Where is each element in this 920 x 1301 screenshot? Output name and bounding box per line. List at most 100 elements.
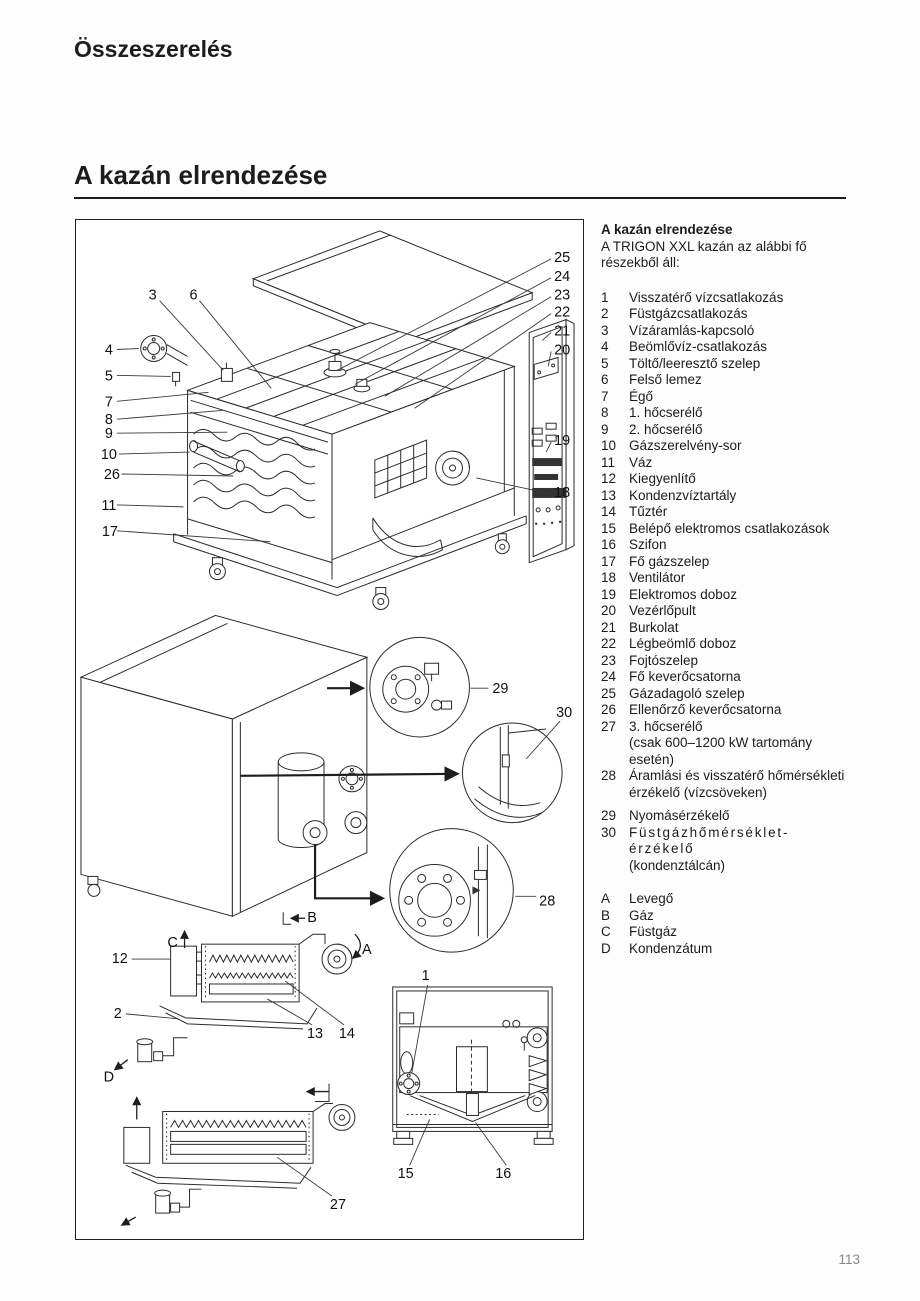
legend-item-label: Tűztér — [629, 504, 668, 519]
callout-2: 2 — [114, 1006, 122, 1022]
legend-item-number: 23 — [601, 652, 617, 668]
legend-item-label: Ellenőrző keverőcsatorna — [629, 702, 782, 717]
callout-6: 6 — [190, 288, 198, 304]
callout-23: 23 — [554, 288, 570, 304]
legend-item-row: 13 Kondenzvíztartály — [601, 488, 849, 505]
detail-circle-28: 28 — [313, 828, 555, 953]
legend-item-row: 9 2. hőcserélő — [601, 422, 849, 439]
legend-item-label: Gázszerelvény-sor — [629, 438, 742, 453]
callout-5: 5 — [105, 368, 113, 384]
rear-view-drawing — [79, 614, 369, 918]
legend-item-number: 2 — [601, 306, 609, 321]
legend-item-row: 28 Áramlási és visszatérő hőmérsékleti é… — [601, 768, 849, 801]
legend-item-number: 14 — [601, 504, 617, 519]
legend-item-label: Levegő — [629, 891, 674, 906]
legend-item-number: 10 — [601, 438, 617, 453]
legend-item-label: Ventilátor — [629, 570, 686, 585]
legend-item-label: Kondenzátum — [629, 940, 713, 956]
legend-item-number: 19 — [601, 586, 617, 602]
legend-item-number: 8 — [601, 405, 609, 420]
legend-item-label: Füstgáz — [629, 924, 678, 939]
legend-item-row: 8 1. hőcserélő — [601, 405, 849, 422]
legend-item-number: 6 — [601, 372, 609, 387]
boiler-layout-figure: 3 6 4 5 7 8 9 10 26 11 17 25 24 23 22 21… — [79, 230, 575, 1226]
front-view-drawing: 1 15 16 — [392, 968, 554, 1182]
legend-item-label: 3. hőcserélő(csak 600–1200 kW tartomány … — [629, 718, 813, 767]
legend-item-number: 3 — [601, 322, 609, 338]
legend-item-row: 18 Ventilátor — [601, 570, 849, 587]
legend-item-label: Gáz — [629, 907, 654, 923]
legend-item-number: 13 — [601, 487, 617, 503]
callout-3: 3 — [149, 288, 157, 304]
legend-item-row: 22 Légbeömlő doboz — [601, 636, 849, 653]
callout-15: 15 — [398, 1166, 414, 1182]
legend-item-label: Áramlási és visszatérő hőmérsékleti érzé… — [629, 768, 845, 800]
legend-item-row: 20 Vezérlőpult — [601, 603, 849, 620]
letter-list: A Levegő B Gáz C Füstgáz D Kondenzátum — [601, 891, 849, 957]
legend-item-row: 27 3. hőcserélő(csak 600–1200 kW tartomá… — [601, 719, 849, 769]
legend-item-number: 20 — [601, 603, 617, 618]
legend-item-number: 17 — [601, 553, 617, 569]
legend-item-label: Elektromos doboz — [629, 586, 738, 602]
legend-item-number: 27 — [601, 718, 617, 734]
callout-20: 20 — [554, 342, 570, 358]
legend-item-label: Szifon — [629, 537, 667, 552]
legend-item-row: B Gáz — [601, 908, 849, 925]
legend-item-row: 12 Kiegyenlítő — [601, 471, 849, 488]
legend-item-number: 16 — [601, 537, 617, 552]
legend-item-label: Belépő elektromos csatlakozások — [629, 520, 830, 536]
legend-item-label: Váz — [629, 454, 653, 470]
legend-item-label: Égő — [629, 388, 654, 404]
legend-item-number: 25 — [601, 685, 617, 701]
legend-item-row: 4 Beömlővíz-csatlakozás — [601, 339, 849, 356]
callout-19: 19 — [554, 433, 570, 449]
callout-14: 14 — [339, 1026, 355, 1042]
legend-title: A kazán elrendezése — [601, 222, 733, 237]
main-assembly-drawing — [140, 230, 575, 610]
legend-item-row: 16 Szifon — [601, 537, 849, 554]
callout-1: 1 — [422, 968, 430, 984]
legend-item-row: 3 Vízáramlás-kapcsoló — [601, 323, 849, 340]
callout-22: 22 — [554, 305, 570, 321]
legend-item-number: 22 — [601, 636, 617, 651]
legend-item-row: 1 Visszatérő vízcsatlakozás — [601, 290, 849, 307]
legend-item-row: 24 Fő keverőcsatorna — [601, 669, 849, 686]
callout-13: 13 — [307, 1026, 323, 1042]
callout-17: 17 — [102, 524, 118, 540]
callout-12: 12 — [112, 951, 128, 967]
legend-item-number: D — [601, 940, 611, 956]
callout-24: 24 — [554, 269, 570, 285]
callout-B: B — [307, 910, 317, 926]
legend-item-row: C Füstgáz — [601, 924, 849, 941]
legend-item-number: B — [601, 907, 611, 923]
callout-D: D — [104, 1070, 114, 1086]
legend-item-label: Töltő/leeresztő szelep — [629, 355, 761, 371]
legend-item-label: Füstgázhőmérséklet-érzékelő(kondenztálcá… — [629, 824, 790, 873]
legend-item-number: 5 — [601, 355, 609, 371]
legend-item-number: A — [601, 891, 611, 906]
callout-28: 28 — [539, 893, 555, 909]
callout-C: C — [167, 935, 177, 951]
callout-4: 4 — [105, 342, 113, 358]
legend-item-number: 24 — [601, 669, 617, 684]
cross-section-upper-drawing: C B A 12 2 13 14 D — [104, 910, 372, 1085]
page-number: 113 — [838, 1252, 860, 1267]
callout-10: 10 — [101, 447, 117, 463]
callout-25: 25 — [554, 250, 570, 266]
legend-item-label: Fő keverőcsatorna — [629, 669, 741, 684]
legend-item-number: 29 — [601, 808, 617, 823]
legend-item-label: Vízáramlás-kapcsoló — [629, 322, 755, 338]
legend-item-number: 9 — [601, 421, 609, 437]
legend-item-row: 19 Elektromos doboz — [601, 587, 849, 604]
callout-16: 16 — [495, 1166, 511, 1182]
legend-item-label: Légbeömlő doboz — [629, 636, 737, 651]
legend-item-number: 18 — [601, 570, 617, 585]
legend-item-row: 26 Ellenőrző keverőcsatorna — [601, 702, 849, 719]
legend-item-row: 23 Fojtószelep — [601, 653, 849, 670]
legend-item-row: D Kondenzátum — [601, 941, 849, 958]
legend-item-number: 12 — [601, 471, 617, 486]
legend-item-row: 14 Tűztér — [601, 504, 849, 521]
legend-item-label: Visszatérő vízcsatlakozás — [629, 289, 784, 305]
legend-item-label: Kondenzvíztartály — [629, 487, 737, 503]
